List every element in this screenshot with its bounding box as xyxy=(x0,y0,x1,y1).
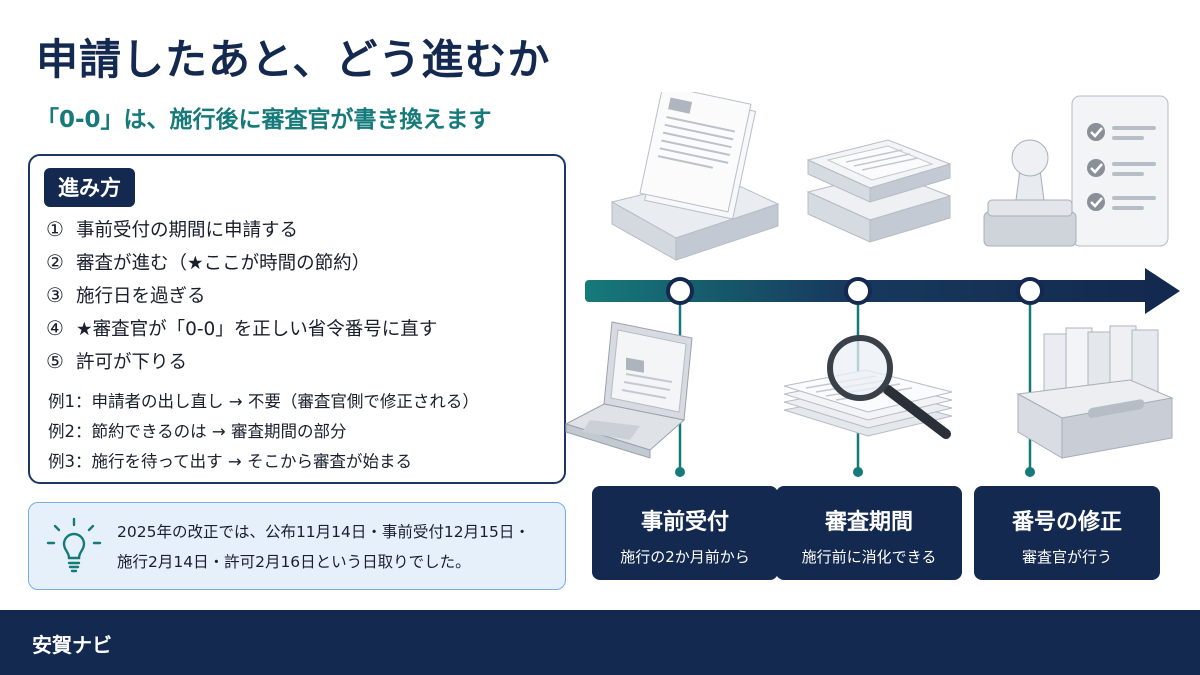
laptop-illustration xyxy=(564,321,693,459)
stage-card-review-period: 審査期間 施行前に消化できる xyxy=(776,486,962,580)
lightbulb-icon xyxy=(46,517,102,573)
step-text: 事前受付の期間に申請する xyxy=(76,219,299,241)
step-list: ① 事前受付の期間に申請する ② 審査が進む（★ここが時間の節約） ③ 施行日を過ぎる… xyxy=(46,212,437,377)
timeline-node-3 xyxy=(1016,277,1044,305)
timeline-node-1 xyxy=(666,277,694,305)
page-subtitle: 「0-0」は、施行後に審査官が書き換えます xyxy=(36,107,492,133)
stage-card-advance-acceptance: 事前受付 施行の2か月前から xyxy=(592,486,778,580)
file-box-illustration xyxy=(1016,325,1174,459)
footer-bar: 安賀ナビ xyxy=(0,610,1200,675)
step-text: 審査が進む（★ここが時間の節約） xyxy=(76,252,371,274)
step-item-3: ③ 施行日を過ぎる xyxy=(46,278,437,311)
example-list: 例1：申請者の出し直し → 不要（審査官側で修正される） 例2：節約できるのは … xyxy=(48,388,479,478)
step-number: ④ xyxy=(46,315,64,340)
step-text: 施行日を過ぎる xyxy=(76,285,206,307)
footer-brand: 安賀ナビ xyxy=(32,633,112,657)
stamp-checklist-illustration xyxy=(983,95,1169,247)
stage-subtitle: 施行前に消化できる xyxy=(801,548,937,566)
step-text: 許可が下りる xyxy=(76,351,188,373)
magnifier-documents-illustration xyxy=(783,335,953,439)
steps-badge: 進み方 xyxy=(44,168,135,207)
page-title: 申請したあと、どう進むか xyxy=(36,35,551,84)
tip-box: 2025年の改正では、公布11月14日・事前受付12月15日・ 施行2月14日・… xyxy=(28,502,566,590)
tip-text: 2025年の改正では、公布11月14日・事前受付12月15日・ 施行2月14日・… xyxy=(117,517,530,577)
stage-card-number-correction: 番号の修正 審査官が行う xyxy=(974,486,1160,580)
step-number: ⑤ xyxy=(46,348,64,373)
example-item-3: 例3：施行を待って出す → そこから審査が始まる xyxy=(48,452,412,471)
tip-line-1: 2025年の改正では、公布11月14日・事前受付12月15日・ xyxy=(117,523,530,541)
step-item-1: ① 事前受付の期間に申請する xyxy=(46,212,437,245)
inbox-tray-illustration xyxy=(806,139,952,243)
step-item-2: ② 審査が進む（★ここが時間の節約） xyxy=(46,245,437,278)
tip-line-2: 施行2月14日・許可2月16日という日取りでした。 xyxy=(117,553,471,571)
step-number: ② xyxy=(46,249,64,274)
step-number: ③ xyxy=(46,282,64,307)
stage-subtitle: 審査官が行う xyxy=(1021,548,1112,566)
step-text: ★審査官が「0-0」を正しい省令番号に直す xyxy=(76,318,438,340)
steps-panel: 進み方 ① 事前受付の期間に申請する ② 審査が進む（★ここが時間の節約） ③ 施行日… xyxy=(28,154,566,484)
step-item-4: ④ ★審査官が「0-0」を正しい省令番号に直す xyxy=(46,311,437,344)
timeline-arrow xyxy=(585,268,1180,477)
stage-title: 事前受付 xyxy=(640,510,729,535)
stage-title: 審査期間 xyxy=(824,510,913,535)
example-item-2: 例2：節約できるのは → 審査期間の部分 xyxy=(48,422,347,441)
stage-subtitle: 施行の2か月前から xyxy=(620,548,750,566)
timeline-node-2 xyxy=(844,277,872,305)
step-number: ① xyxy=(46,216,64,241)
stage-title: 番号の修正 xyxy=(1011,510,1122,535)
document-tray-illustration xyxy=(610,92,780,261)
step-item-5: ⑤ 許可が下りる xyxy=(46,344,437,377)
example-item-1: 例1：申請者の出し直し → 不要（審査官側で修正される） xyxy=(48,392,479,411)
